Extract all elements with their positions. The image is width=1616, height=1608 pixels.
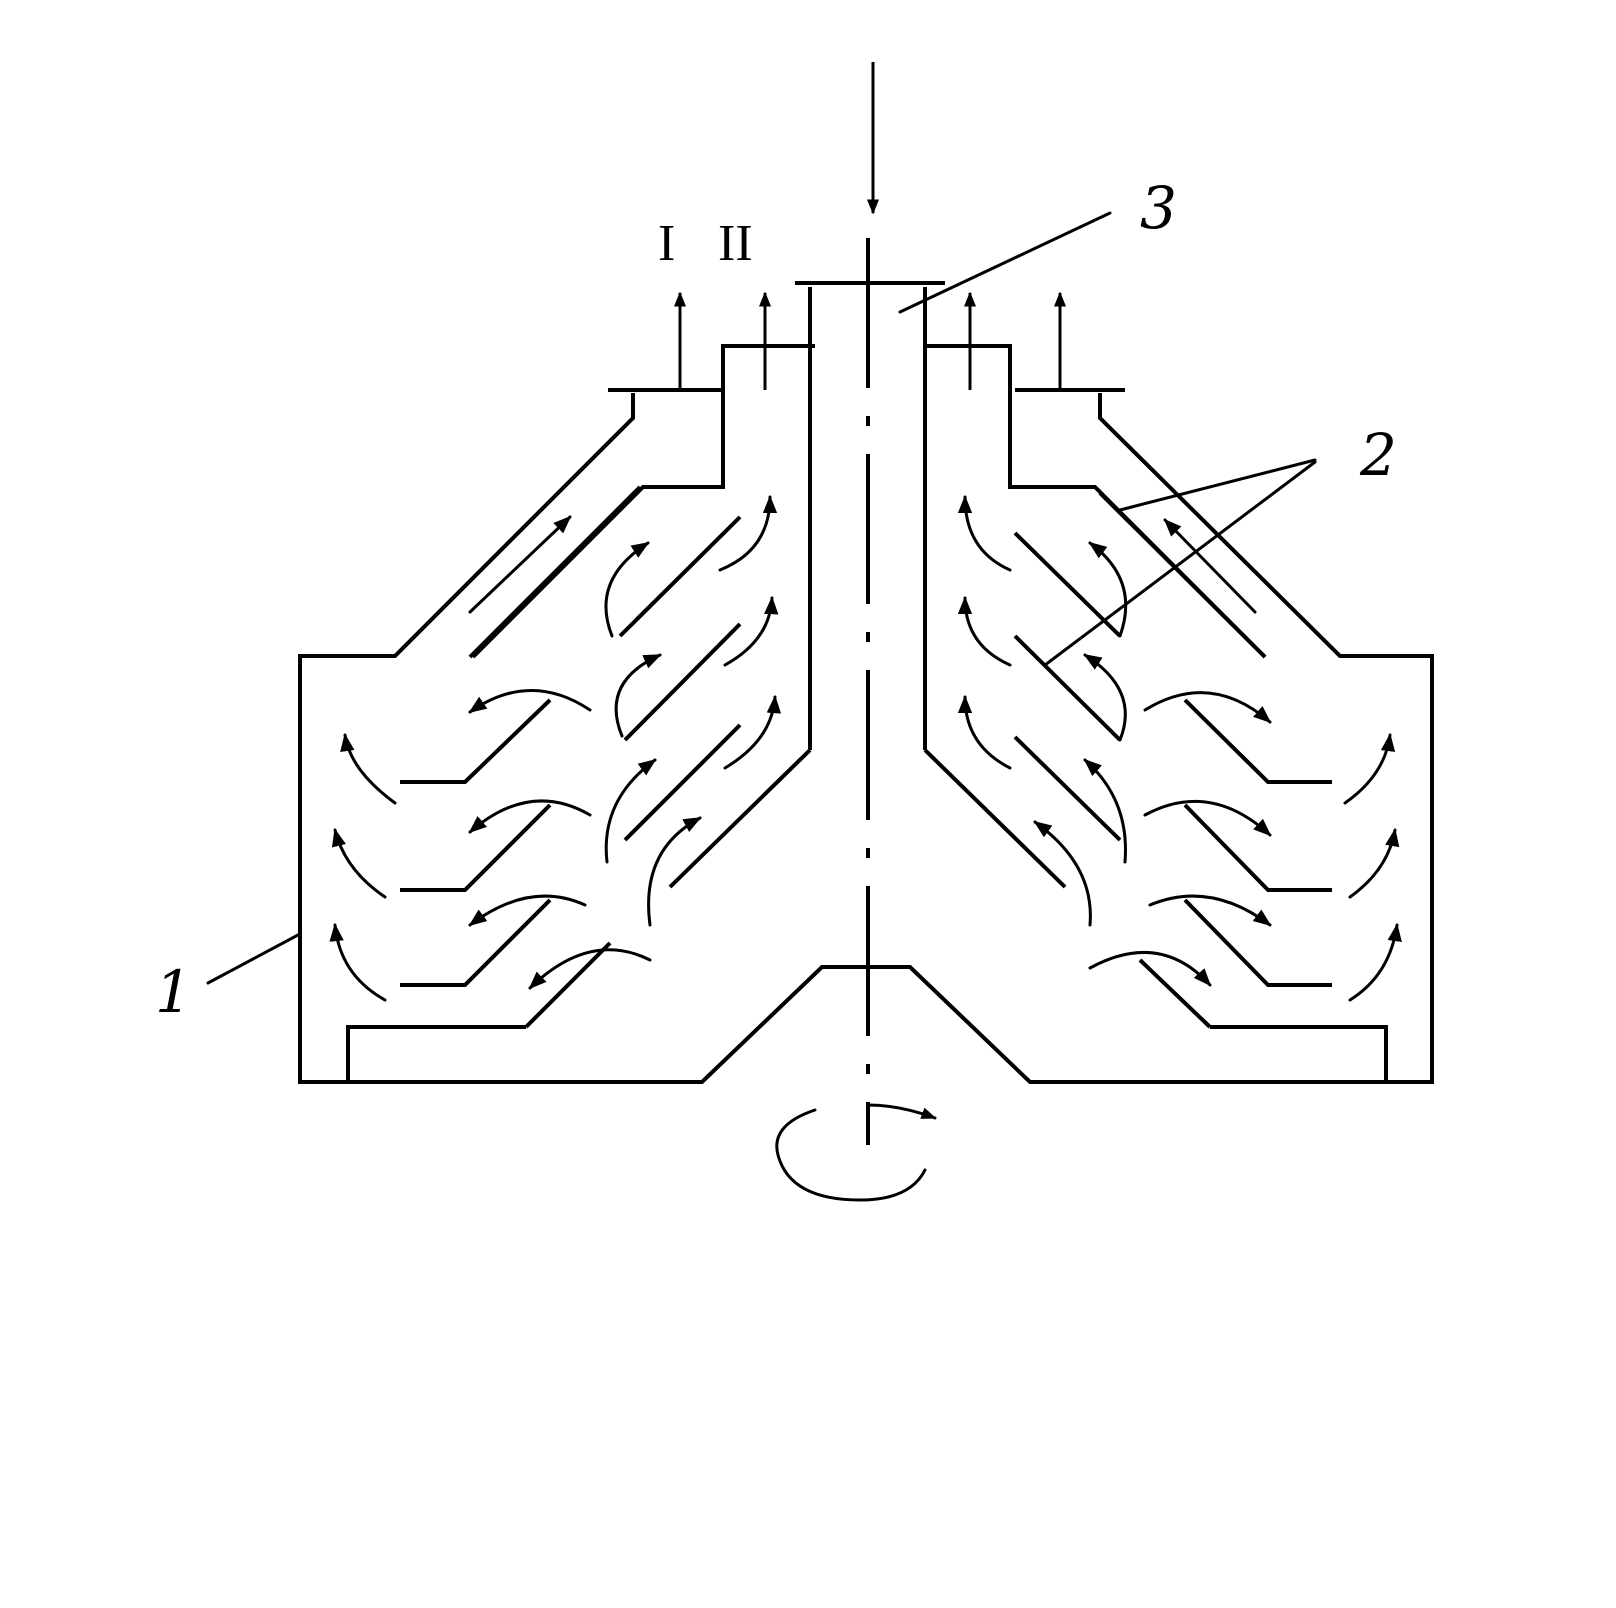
inner-cone [346, 1025, 526, 1082]
label-outlet-II: II [718, 215, 753, 272]
feed-tube-lip-right [923, 748, 1067, 889]
leader-feed-tube [898, 211, 1112, 314]
rotation-arrow-icon [775, 1108, 927, 1202]
inner-shell-left [471, 344, 815, 659]
right-flow-arrows [957, 495, 1402, 1002]
right-plates [1013, 491, 1332, 1029]
leader-housing [206, 933, 300, 985]
label-plates: 2 [1359, 421, 1397, 489]
leader-plates-upper [1118, 458, 1317, 512]
leader-plates-lower [1043, 460, 1317, 667]
label-housing: 1 [155, 958, 192, 1026]
left-plates [400, 485, 742, 1029]
rotation-arrow-head [866, 1103, 937, 1120]
inner-cone-bottom-right [1210, 1025, 1388, 1082]
label-feed-tube: 3 [1140, 174, 1177, 242]
label-outlet-I: I [658, 215, 675, 272]
left-flow-arrows [329, 495, 782, 1002]
feed-tube-lip-left [668, 748, 812, 889]
feed-tube [808, 287, 927, 750]
